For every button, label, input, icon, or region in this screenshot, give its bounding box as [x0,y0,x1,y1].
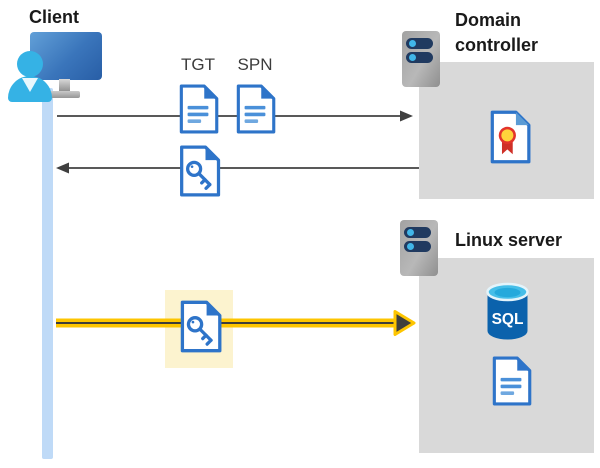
monitor-stand [59,79,70,92]
server-led-icon [407,229,414,236]
keytab-document-icon [490,356,532,406]
linux-server-server-icon [400,220,438,276]
certificate-icon [488,109,531,165]
linux-server-label: Linux server [455,230,563,250]
server-led-icon [409,54,416,61]
arrow-sql-connection [56,310,416,336]
ticket-key-file-icon [176,145,222,197]
spn-label: SPN [237,55,273,74]
sql-text: SQL [492,311,524,328]
spn-document-icon [234,84,276,134]
sql-database-icon: SQL [484,282,531,342]
server-led-icon [407,243,414,250]
tgt-document-icon [177,84,219,134]
client-workstation-icon [8,30,114,102]
tgt-label: TGT [181,55,215,74]
person-icon [17,51,43,77]
monitor-icon [30,32,102,80]
monitor-base [50,91,80,98]
keytab-key-file-icon [178,300,222,353]
domain-controller-server-icon [402,31,440,87]
arrow-ticket-request [57,110,413,122]
client-timeline-bar [42,88,53,459]
client-label: Client [29,7,80,27]
server-led-icon [409,40,416,47]
person-collar [22,78,38,92]
arrow-ticket-response [56,162,419,174]
domain-controller-label: Domain controller [455,10,539,55]
